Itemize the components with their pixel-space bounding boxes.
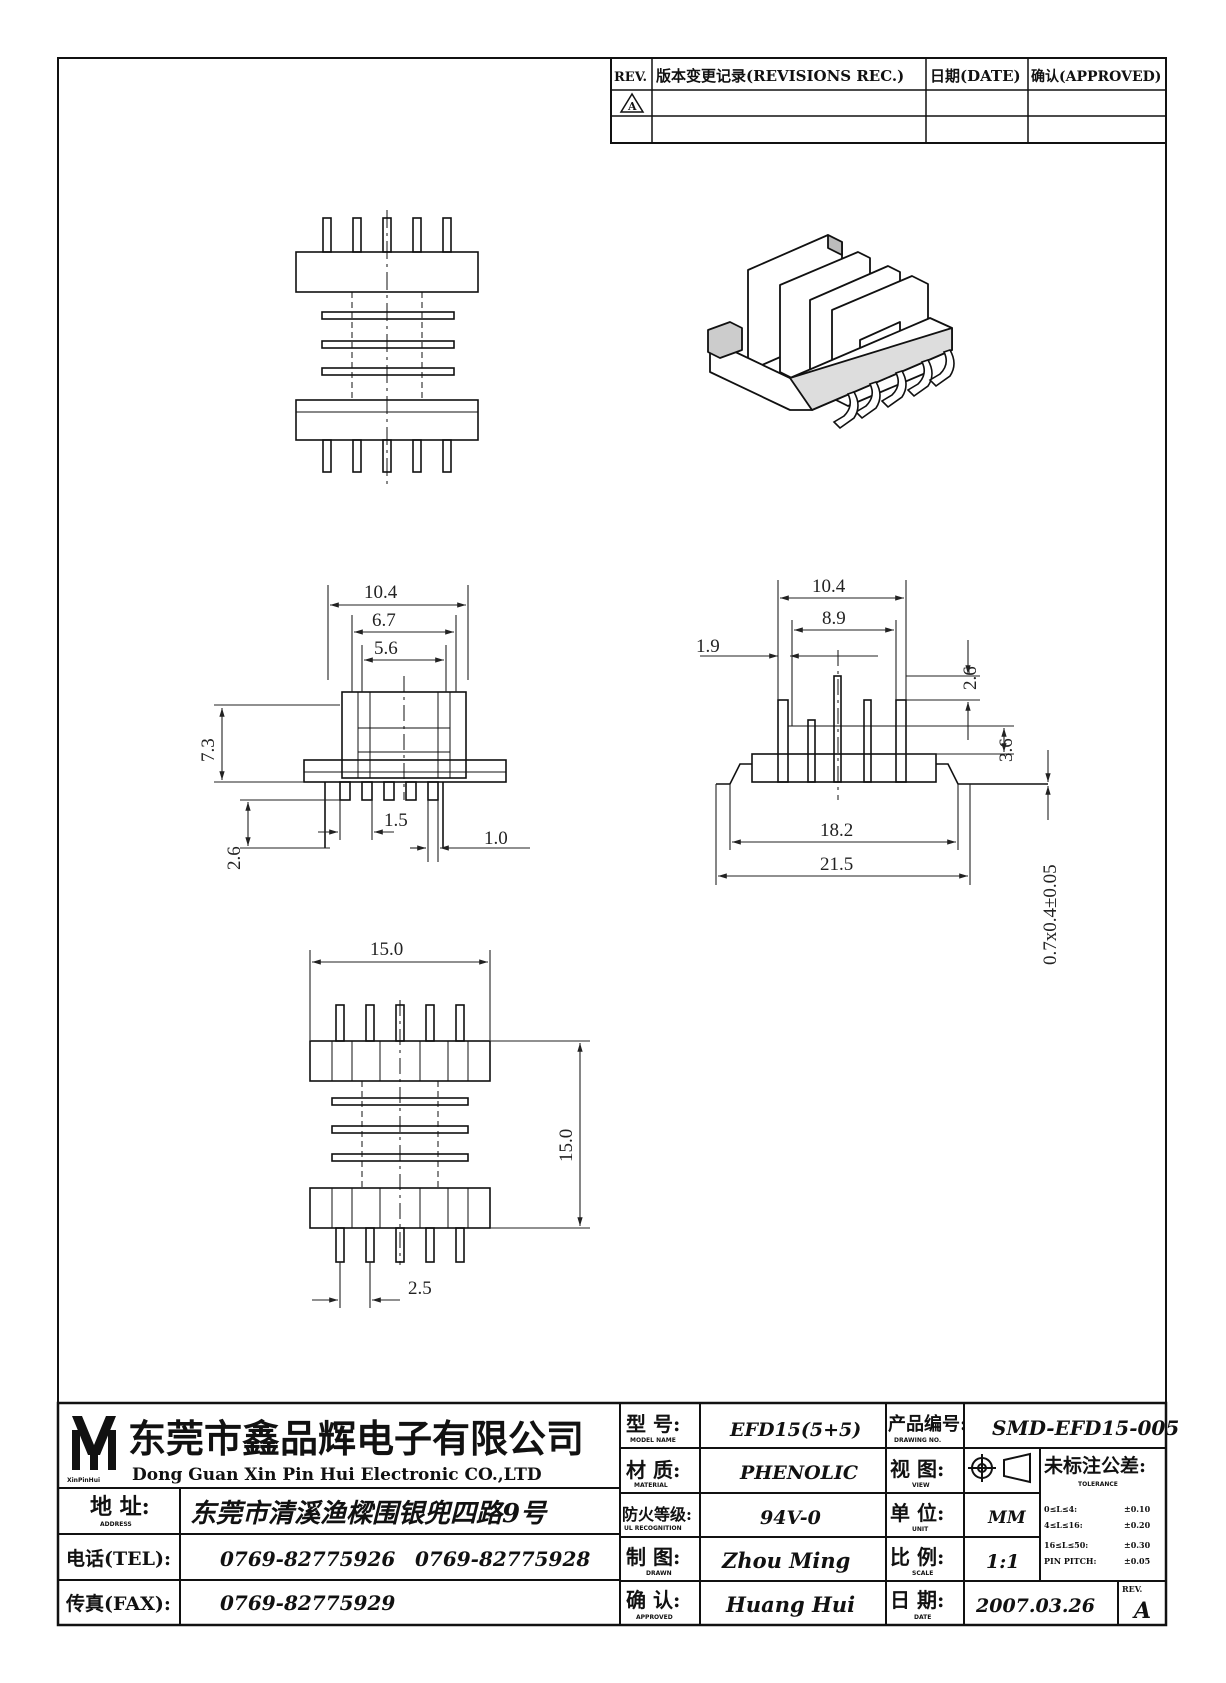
svg-text:±0.20: ±0.20 — [1124, 1520, 1151, 1530]
material-value: PHENOLIC — [739, 1462, 858, 1484]
svg-text:0≤L≤4:: 0≤L≤4: — [1044, 1504, 1077, 1514]
address-label-en: ADDRESS — [100, 1521, 132, 1528]
svg-text:16≤L≤50:: 16≤L≤50: — [1044, 1540, 1088, 1550]
model-value: EFD15(5+5) — [729, 1419, 861, 1441]
side-view — [716, 650, 1048, 800]
view-label-en: VIEW — [912, 1482, 930, 1489]
bottom-view — [309, 1000, 491, 1265]
svg-text:A: A — [627, 100, 637, 113]
dim-front-height: 7.3 — [198, 738, 219, 762]
dim-side-total: 21.5 — [820, 854, 853, 875]
approved-label: 确 认: — [626, 1588, 680, 1612]
tolerance-label: 未标注公差: — [1043, 1454, 1146, 1477]
dim-side-inner: 8.9 — [822, 608, 846, 629]
scale-label: 比 例: — [890, 1545, 944, 1569]
part-no-label: 产品编号: — [888, 1413, 967, 1435]
dim-front-pin-len: 2.6 — [224, 846, 245, 870]
tolerance-table: 0≤L≤4: ±0.10 4≤L≤16: ±0.20 16≤L≤50: ±0.3… — [1044, 1504, 1151, 1566]
fire-rating-label-en: UL RECOGNITION — [624, 1525, 682, 1532]
address-label: 地 址: — [90, 1494, 150, 1520]
dim-bottom-width: 15.0 — [370, 939, 403, 960]
dim-side-core: 3.6 — [996, 738, 1017, 762]
tel-label: 电话(TEL): — [66, 1547, 171, 1570]
approved-value: Huang Hui — [725, 1592, 855, 1617]
address-value: 东莞市清溪渔樑围银兜四路9号 — [190, 1499, 548, 1529]
svg-text:±0.30: ±0.30 — [1124, 1540, 1151, 1550]
dim-front-pitch: 1.5 — [384, 810, 408, 831]
tel-value-2: 0769-82775928 — [415, 1547, 590, 1571]
drawing-border — [57, 57, 1167, 1626]
material-label-en: MATERIAL — [634, 1482, 668, 1489]
dim-front-pin-w: 1.0 — [484, 828, 508, 849]
drawn-value: Zhou Ming — [721, 1548, 850, 1573]
unit-value: MM — [987, 1508, 1027, 1528]
dim-side-pin-thick: 0.7x0.4±0.05 — [1040, 864, 1061, 965]
rev-label: REV. — [1122, 1584, 1143, 1594]
approved-label-en: APPROVED — [636, 1614, 673, 1621]
scale-label-en: SCALE — [912, 1570, 933, 1577]
svg-text:4≤L≤16:: 4≤L≤16: — [1044, 1520, 1083, 1530]
date-header: 日期(DATE) — [930, 67, 1021, 85]
model-label: 型 号: — [626, 1412, 680, 1436]
front-view — [303, 676, 507, 848]
part-no-label-en: DRAWING NO. — [894, 1437, 941, 1444]
svg-text:±0.10: ±0.10 — [1124, 1504, 1151, 1514]
fax-value: 0769-82775929 — [220, 1591, 395, 1615]
company-name-en: Dong Guan Xin Pin Hui Electronic CO.,LTD — [132, 1465, 542, 1485]
front-view-dimensions — [214, 585, 530, 862]
isometric-view — [707, 234, 953, 411]
revision-triangle-icon: A — [619, 92, 645, 113]
fax-label: 传真(FAX): — [65, 1592, 171, 1615]
dim-front-core: 5.6 — [374, 638, 398, 659]
projection-symbol-icon — [968, 1452, 1031, 1484]
date-label: 日 期: — [890, 1588, 944, 1612]
svg-text:XinPinHui: XinPinHui — [67, 1477, 100, 1484]
dim-side-pin-span: 18.2 — [820, 820, 853, 841]
tolerance-label-en: TOLERANCE — [1078, 1481, 1118, 1488]
dim-front-inner: 6.7 — [372, 610, 396, 631]
company-logo-icon: XinPinHui — [67, 1416, 116, 1484]
revision-table — [610, 57, 1167, 144]
side-view-dimensions — [700, 580, 1051, 885]
tel-value-1: 0769-82775926 — [220, 1547, 395, 1571]
part-no-value: SMD-EFD15-005 — [992, 1416, 1179, 1440]
svg-text:±0.05: ±0.05 — [1124, 1556, 1150, 1566]
rev-header: REV. — [614, 70, 647, 85]
model-label-en: MODEL NAME — [630, 1437, 676, 1444]
unit-label-en: UNIT — [912, 1526, 929, 1533]
approved-header: 确认(APPROVED) — [1031, 68, 1161, 85]
top-view — [295, 210, 479, 485]
unit-label: 单 位: — [890, 1501, 944, 1525]
bottom-view-dimensions — [309, 950, 590, 1308]
rev-value: A — [1132, 1598, 1151, 1624]
scale-value: 1:1 — [986, 1551, 1019, 1573]
date-label-en: DATE — [914, 1614, 931, 1621]
material-label: 材 质: — [626, 1458, 680, 1482]
title-block-grid — [56, 1401, 1168, 1627]
dim-side-width: 10.4 — [812, 576, 846, 597]
company-name-cn: 东莞市鑫品辉电子有限公司 — [128, 1416, 584, 1461]
dim-bottom-pitch: 2.5 — [408, 1278, 432, 1299]
dim-bottom-height: 15.0 — [556, 1129, 577, 1162]
dim-side-flange: 1.9 — [696, 636, 720, 657]
revisions-rec-header: 版本变更记录(REVISIONS REC.) — [656, 67, 904, 85]
dim-side-top: 2.6 — [960, 666, 981, 690]
isometric-pins — [832, 349, 955, 430]
fire-rating-label: 防火等级: — [622, 1505, 692, 1524]
drawn-label: 制 图: — [626, 1545, 680, 1569]
date-value: 2007.03.26 — [975, 1595, 1095, 1617]
dim-front-width: 10.4 — [364, 582, 398, 603]
svg-text:PIN PITCH:: PIN PITCH: — [1044, 1556, 1096, 1566]
fire-rating-value: 94V-0 — [760, 1507, 821, 1529]
view-label: 视 图: — [890, 1457, 944, 1481]
drawn-label-en: DRAWN — [646, 1570, 672, 1577]
